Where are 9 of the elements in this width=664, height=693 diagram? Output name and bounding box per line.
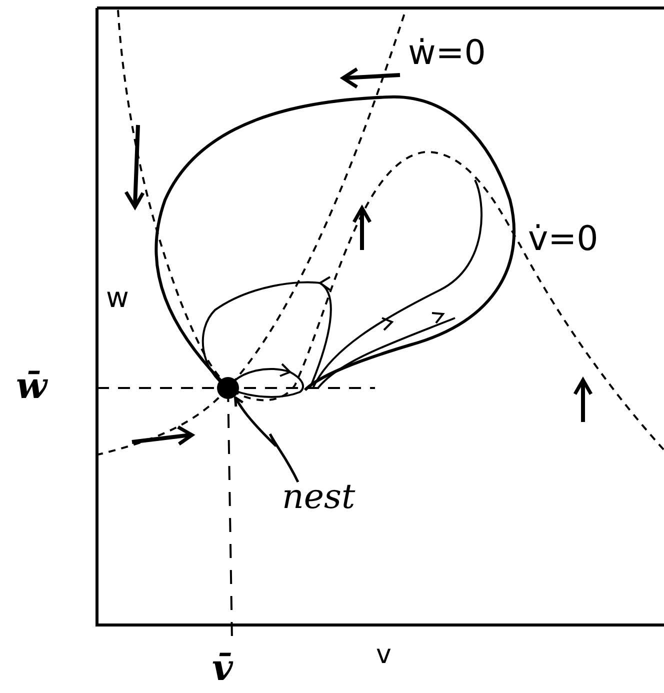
nullcline-label: v̇=0 xyxy=(528,222,598,256)
equilibrium-point xyxy=(217,377,239,399)
leader-line xyxy=(234,396,300,483)
axis-label: v xyxy=(376,642,392,668)
nullcline-label: ẇ=0 xyxy=(408,36,486,70)
callout-label: nest xyxy=(282,480,356,514)
axis-tick-label: v̄ xyxy=(212,650,233,686)
axis-tick-label: w̄ xyxy=(16,368,47,404)
axis-label: w xyxy=(106,284,129,312)
